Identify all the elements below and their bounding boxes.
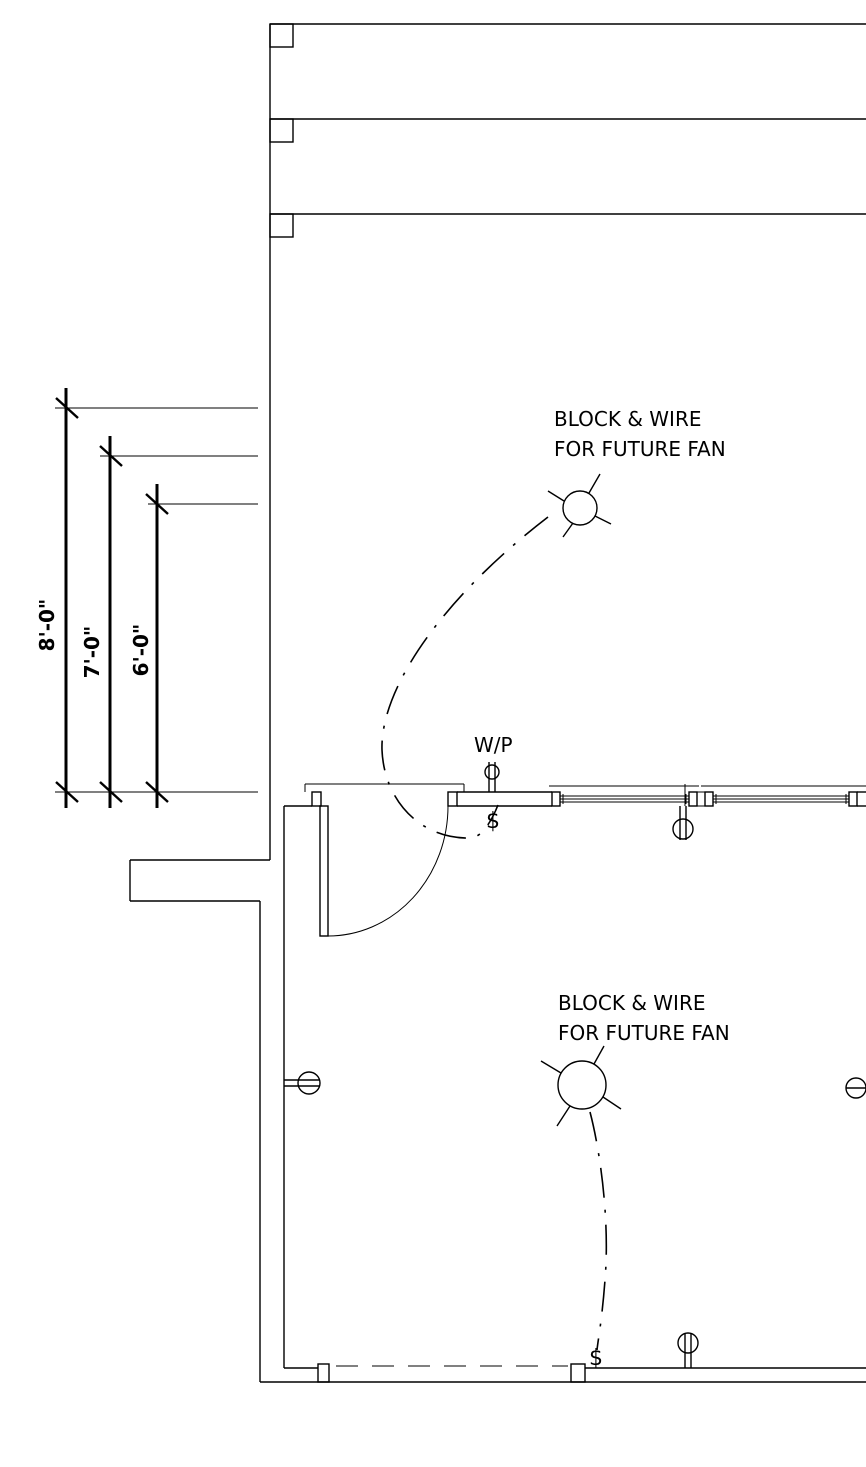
receptacle-wp-icon — [484, 762, 500, 792]
entry-door — [319, 805, 449, 937]
receptacle-bottom-wall-icon — [677, 1332, 699, 1368]
receptacle-left-wall-icon — [284, 1071, 321, 1095]
ceiling-fan-upper — [547, 473, 612, 538]
dimension-label-7ft: 7'-0" — [80, 626, 104, 679]
roof-beams — [269, 23, 866, 238]
fan-note-lower: BLOCK & WIRE FOR FUTURE FAN — [558, 991, 730, 1045]
fan-note-lower-line2: FOR FUTURE FAN — [558, 1021, 730, 1045]
dimension-label-8ft: 8'-0" — [35, 599, 59, 652]
fan-note-lower-line1: BLOCK & WIRE — [558, 991, 706, 1015]
front-wall — [304, 783, 866, 807]
dimension-label-6ft: 6'-0" — [129, 624, 153, 677]
wiring-run-upper — [381, 516, 549, 839]
switch-symbol-upper: $ — [486, 809, 500, 834]
dimension-7ft — [99, 436, 123, 808]
fan-note-upper-line2: FOR FUTURE FAN — [554, 437, 726, 461]
receptacle-window-wall-icon — [672, 806, 694, 840]
receptacle-right-wall-icon — [845, 1077, 866, 1099]
bottom-opening — [317, 1363, 586, 1383]
fan-note-upper-line1: BLOCK & WIRE — [554, 407, 702, 431]
switch-symbol-lower: $ — [589, 1346, 603, 1371]
dimension-8ft — [55, 388, 79, 808]
ceiling-fan-lower — [540, 1045, 622, 1127]
weatherproof-label: W/P — [474, 733, 513, 757]
fan-note-upper: BLOCK & WIRE FOR FUTURE FAN — [554, 407, 726, 461]
dimension-6ft — [145, 484, 169, 808]
wiring-run-lower — [589, 1111, 608, 1351]
post-marker-3 — [269, 213, 294, 238]
post-marker-1 — [269, 23, 294, 48]
post-marker-2 — [269, 118, 294, 143]
